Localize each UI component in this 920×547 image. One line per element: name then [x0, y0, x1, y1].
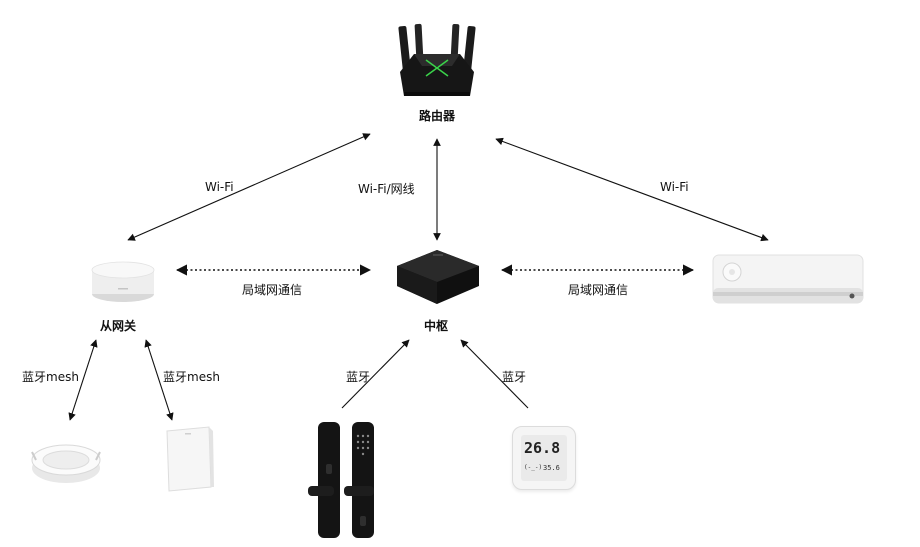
sensor-temperature: 26.8	[524, 439, 561, 457]
temp-humidity-sensor: 26.8 35.6 (-_-)	[512, 426, 576, 490]
hub-label: 中枢	[424, 319, 449, 333]
sensor-humidity: 35.6	[543, 464, 560, 472]
wifi-left-label: Wi-Fi	[205, 180, 234, 194]
bt-sensor-label: 蓝牙	[502, 370, 527, 384]
lan-right-label: 局域网通信	[568, 283, 629, 297]
bt-mesh-label-1: 蓝牙mesh	[22, 370, 79, 384]
sensor-screen: 26.8 35.6 (-_-)	[521, 435, 567, 481]
wifi-right-arrow	[495, 137, 769, 242]
hub-icon	[397, 250, 479, 304]
gateway-icon	[91, 261, 155, 302]
bt-sensor-arrow	[460, 339, 529, 409]
bt-mesh-switch-arrow	[144, 339, 174, 421]
wifi-right-label: Wi-Fi	[660, 180, 689, 194]
wifi-left-arrow	[127, 133, 371, 241]
bt-mesh-label-2: 蓝牙mesh	[163, 370, 220, 384]
bt-lock-label: 蓝牙	[346, 370, 371, 384]
lan-left-label: 局域网通信	[242, 283, 303, 297]
bt-mesh-downlight-arrow	[68, 339, 98, 421]
wall-switch-icon	[166, 426, 214, 492]
router-icon	[398, 23, 476, 96]
downlight-icon	[31, 444, 101, 483]
wifi-mid-label: Wi-Fi/网线	[358, 182, 415, 196]
bt-lock-arrow	[341, 339, 410, 409]
gateway-label: 从网关	[100, 319, 137, 333]
air-conditioner-icon	[712, 254, 864, 304]
sensor-face-icon: (-_-)	[524, 464, 543, 471]
smart-lock-icon	[308, 422, 374, 538]
router-label: 路由器	[419, 109, 456, 123]
